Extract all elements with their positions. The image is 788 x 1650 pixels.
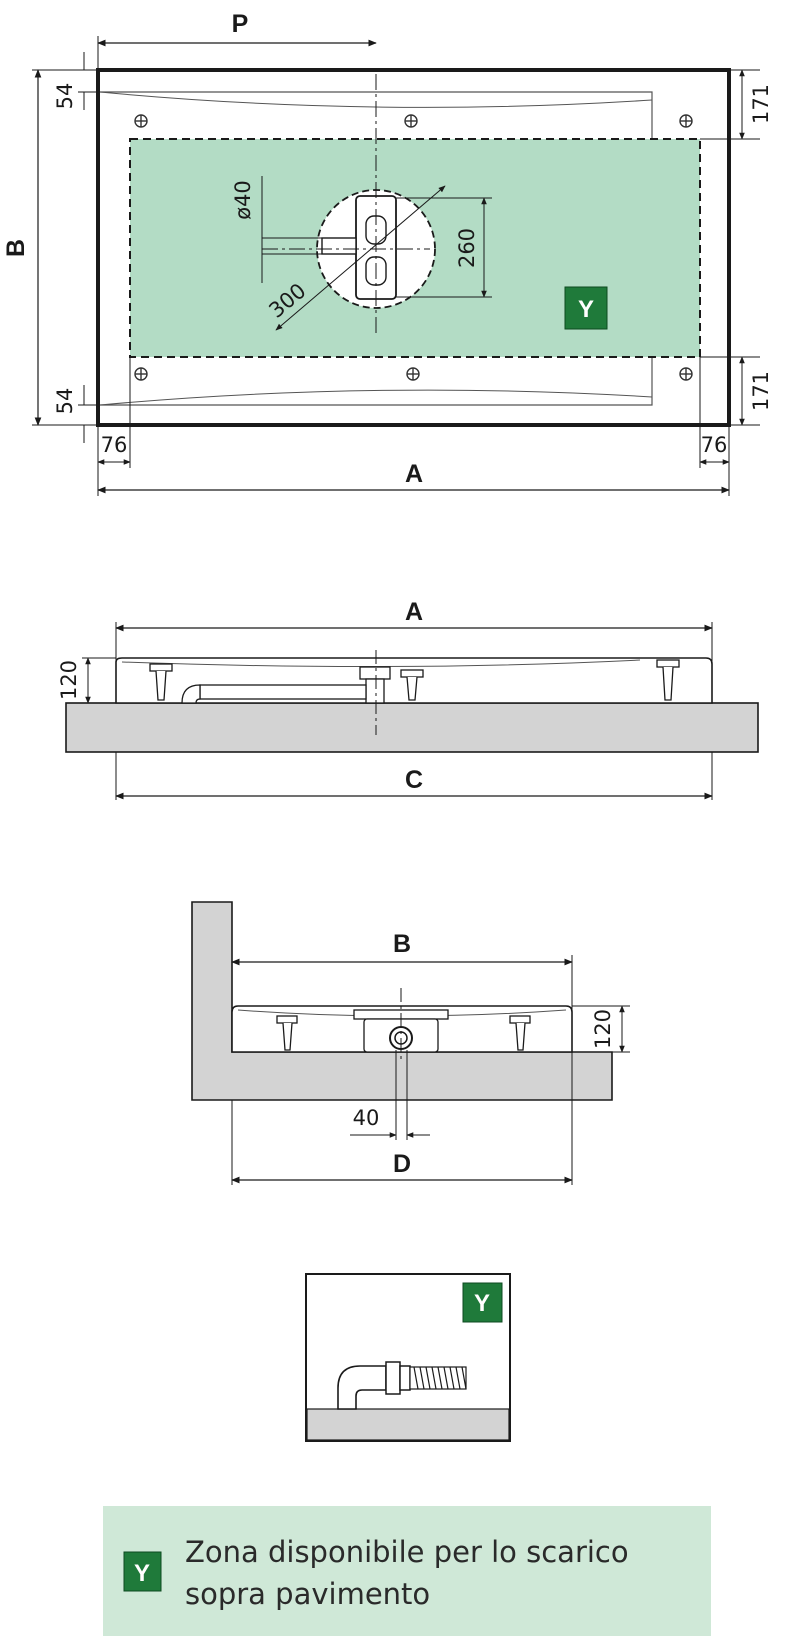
front-drain bbox=[359, 666, 391, 680]
dim-label-54-bottom: 54 bbox=[53, 388, 77, 415]
dim-label-b-side: B bbox=[393, 930, 411, 958]
tray-bottom-curve bbox=[99, 389, 653, 406]
dim-label-a-plan: A bbox=[405, 460, 423, 488]
dim-label-171-bottom: 171 bbox=[749, 371, 773, 411]
front-pipe bbox=[199, 684, 367, 700]
front-pipe-elbow bbox=[181, 684, 201, 704]
dim-label-120-side: 120 bbox=[591, 1009, 615, 1049]
detail-badge bbox=[462, 1282, 503, 1323]
detail-view: Y bbox=[305, 1273, 511, 1442]
dim-label-260: 260 bbox=[455, 228, 479, 268]
tray-feet bbox=[149, 659, 680, 701]
dim-label-40: 40 bbox=[353, 1106, 380, 1130]
front-view: A 120 C bbox=[57, 598, 759, 800]
dim-label-76-left: 76 bbox=[101, 433, 128, 457]
dim-label-d: D bbox=[393, 1150, 411, 1178]
plan-view: Y P B 54 54 171 171 76 bbox=[2, 10, 773, 496]
screw-icon bbox=[134, 367, 148, 381]
dim-label-76-right: 76 bbox=[701, 433, 728, 457]
foot-icon bbox=[509, 1015, 531, 1051]
foot-icon bbox=[149, 663, 173, 701]
legend-badge-label: Y bbox=[134, 1560, 150, 1587]
dim-label-diameter: ø40 bbox=[231, 180, 255, 220]
dim-label-54-top: 54 bbox=[53, 83, 77, 110]
legend-box bbox=[103, 1506, 711, 1636]
screw-icon bbox=[679, 367, 693, 381]
screw-icon bbox=[404, 114, 418, 128]
detail-flex-hose bbox=[409, 1366, 467, 1390]
dim-label-b: B bbox=[2, 239, 30, 257]
detail-badge-label: Y bbox=[474, 1290, 490, 1317]
foot-icon bbox=[400, 669, 424, 701]
drain-outlet-pipe bbox=[321, 237, 357, 255]
dim-label-c: C bbox=[405, 766, 423, 794]
dim-label-a-front: A bbox=[405, 598, 423, 626]
dim-label-171-top: 171 bbox=[749, 84, 773, 124]
front-drain-body bbox=[365, 678, 385, 704]
legend-badge bbox=[123, 1551, 162, 1592]
detail-coupling-2 bbox=[399, 1365, 411, 1391]
legend: Y Zona disponibile per lo scarico sopra … bbox=[103, 1506, 711, 1636]
screw-icon bbox=[134, 114, 148, 128]
foot-screws bbox=[134, 114, 693, 381]
detail-floor bbox=[306, 1408, 510, 1441]
dim-label-p: P bbox=[232, 10, 249, 38]
floor-slab bbox=[65, 702, 759, 753]
foot-icon bbox=[656, 659, 680, 701]
legend-line-1: Zona disponibile per lo scarico bbox=[185, 1535, 629, 1569]
zone-badge-label: Y bbox=[578, 296, 594, 323]
dim-label-120-front: 120 bbox=[57, 660, 81, 700]
foot-icon bbox=[276, 1015, 298, 1051]
detail-coupling bbox=[385, 1361, 401, 1395]
screw-icon bbox=[406, 367, 420, 381]
zone-badge bbox=[564, 286, 608, 330]
legend-line-2: sopra pavimento bbox=[185, 1577, 430, 1611]
side-view: B 120 40 D bbox=[191, 901, 630, 1185]
screw-icon bbox=[679, 114, 693, 128]
